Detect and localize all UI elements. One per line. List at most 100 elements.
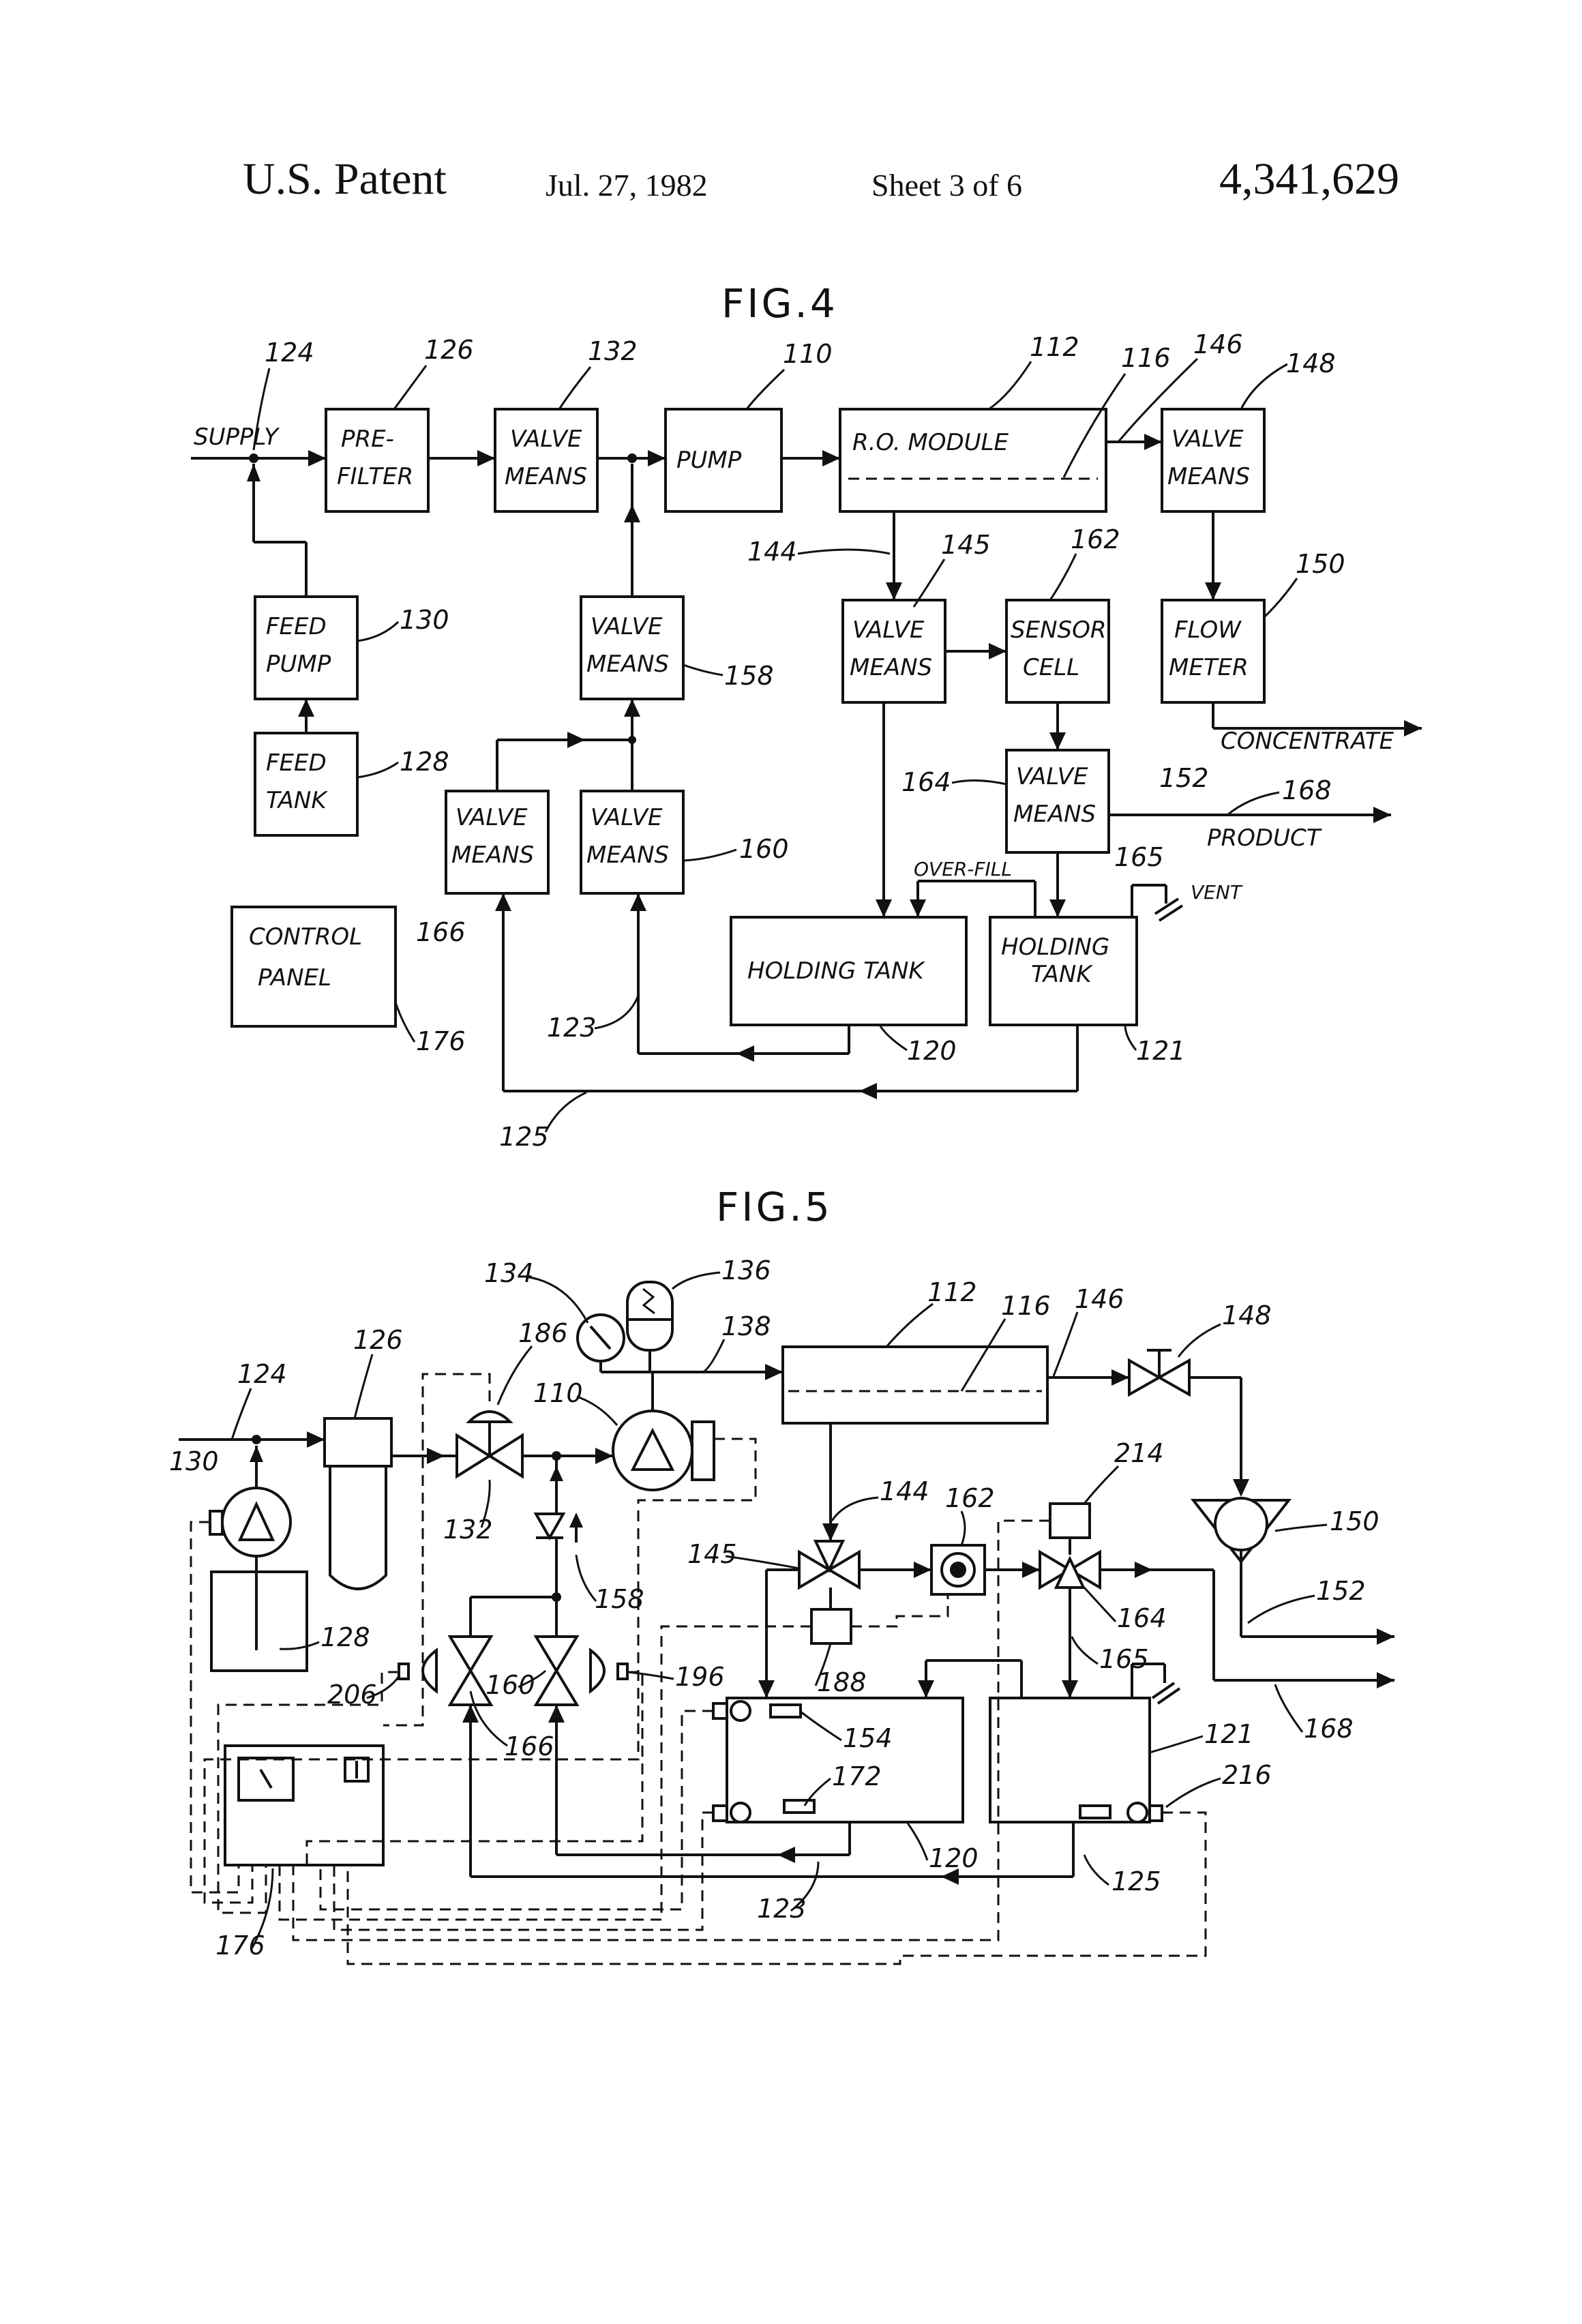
ro-module-block (840, 409, 1106, 511)
ref-110: 110 (783, 339, 833, 369)
fig5-holding-tank-121 (990, 1698, 1150, 1822)
f5-ref-125: 125 (1111, 1866, 1161, 1896)
f5-ref-130: 130 (169, 1446, 219, 1476)
ref-120: 120 (907, 1036, 957, 1066)
valve145-label-2: MEANS (850, 654, 932, 681)
ref-126: 126 (424, 335, 474, 365)
ref-123: 123 (547, 1013, 597, 1043)
fig5-main-pump-icon (613, 1411, 692, 1490)
f5-ref-152: 152 (1316, 1576, 1366, 1606)
ref-124: 124 (265, 338, 314, 368)
fig5-ro-module (783, 1347, 1047, 1423)
valve-means-132-block (495, 409, 597, 511)
ref-166: 166 (416, 917, 466, 947)
ref-132: 132 (588, 336, 638, 366)
ref-158: 158 (724, 661, 774, 691)
valve164-label-1: VALVE (1016, 763, 1088, 790)
fig5-title: FIG.5 (716, 1184, 833, 1230)
valve160-label-2: MEANS (586, 841, 669, 869)
ref-162: 162 (1071, 524, 1120, 554)
ref-148: 148 (1286, 348, 1336, 378)
overfill-label: OVER-FILL (914, 858, 1012, 880)
f5-ref-121: 121 (1204, 1719, 1254, 1749)
ref-146: 146 (1193, 329, 1243, 359)
f5-ref-162: 162 (945, 1483, 995, 1513)
prefilter-block (326, 409, 428, 511)
f5-ref-165: 165 (1099, 1644, 1149, 1674)
ro-module-label: R.O. MODULE (852, 429, 1009, 456)
f5-ref-116: 116 (1001, 1291, 1051, 1321)
sensor-label-1: SENSOR (1011, 616, 1106, 644)
f5-ref-158: 158 (595, 1584, 644, 1614)
fig5-prefilter-head (325, 1418, 391, 1466)
f5-ref-110: 110 (533, 1378, 583, 1408)
valve160-label-1: VALVE (591, 804, 663, 831)
ref-176: 176 (416, 1026, 466, 1056)
fig5-prefilter-bowl (330, 1466, 386, 1589)
feedpump-label-1: FEED (266, 613, 327, 640)
ref-116: 116 (1121, 343, 1171, 373)
valve-means-158-block (581, 597, 683, 699)
f5-ref-124: 124 (237, 1359, 287, 1389)
f5-ref-214: 214 (1114, 1438, 1164, 1468)
valve166-label-1: VALVE (456, 804, 528, 831)
prefilter-label-2: FILTER (337, 463, 413, 490)
f5-ref-123: 123 (757, 1894, 807, 1924)
ref-121: 121 (1136, 1036, 1186, 1066)
valve158-label-2: MEANS (586, 651, 669, 678)
f5-ref-172: 172 (832, 1761, 882, 1791)
ref-130: 130 (400, 605, 449, 635)
f5-ref-126: 126 (353, 1325, 403, 1355)
f5-ref-154: 154 (843, 1723, 893, 1753)
holding121-label-1: HOLDING (1001, 934, 1109, 961)
fig5-actuator-196 (591, 1650, 604, 1691)
ref-150: 150 (1296, 549, 1345, 579)
ref-145: 145 (941, 530, 991, 560)
f5-ref-186: 186 (518, 1318, 568, 1348)
valve145-label-1: VALVE (852, 616, 925, 644)
supply-label: SUPPLY (194, 423, 280, 451)
valve158-label-1: VALVE (591, 613, 663, 640)
prefilter-label-1: PRE- (341, 426, 394, 453)
f5-ref-146: 146 (1075, 1284, 1124, 1314)
valve-means-148-block (1162, 409, 1264, 511)
f5-ref-138: 138 (721, 1311, 771, 1341)
fig5-components (210, 1282, 1289, 1865)
valve166-label-2: MEANS (451, 841, 534, 869)
product-label: PRODUCT (1207, 824, 1322, 852)
f5-ref-206: 206 (327, 1680, 377, 1710)
f5-ref-134: 134 (484, 1258, 534, 1288)
ref-125: 125 (499, 1122, 549, 1152)
sensor-label-2: CELL (1023, 654, 1079, 681)
valve148-label-2: MEANS (1167, 463, 1250, 490)
f5-ref-164: 164 (1117, 1603, 1167, 1633)
ref-160: 160 (739, 834, 789, 864)
fig5-actuator-188 (811, 1609, 851, 1643)
holding120-label: HOLDING TANK (747, 957, 925, 985)
f5-ref-132: 132 (443, 1515, 493, 1545)
f5-ref-128: 128 (320, 1622, 370, 1652)
pump-label: PUMP (676, 447, 742, 474)
f5-ref-160: 160 (486, 1670, 535, 1700)
valve164-label-2: MEANS (1013, 801, 1096, 828)
vent-label: VENT (1191, 881, 1243, 904)
f5-ref-144: 144 (880, 1476, 929, 1506)
f5-ref-166: 166 (505, 1731, 554, 1761)
sensor-cell-block (1006, 600, 1109, 702)
ref-165: 165 (1114, 842, 1164, 872)
feed-pump-block (255, 597, 357, 699)
feedpump-label-2: PUMP (266, 651, 331, 678)
ref-144: 144 (747, 537, 797, 567)
f5-ref-216: 216 (1222, 1760, 1272, 1790)
feed-tank-block (255, 733, 357, 835)
ref-168: 168 (1282, 775, 1332, 805)
ref-112: 112 (1030, 332, 1079, 362)
fig5-accumulator-icon (627, 1282, 672, 1350)
f5-ref-148: 148 (1222, 1300, 1272, 1330)
ref-128: 128 (400, 747, 449, 777)
f5-ref-136: 136 (721, 1255, 771, 1285)
fig5-holding-tank-120 (727, 1698, 963, 1822)
control-label-2: PANEL (258, 964, 331, 992)
